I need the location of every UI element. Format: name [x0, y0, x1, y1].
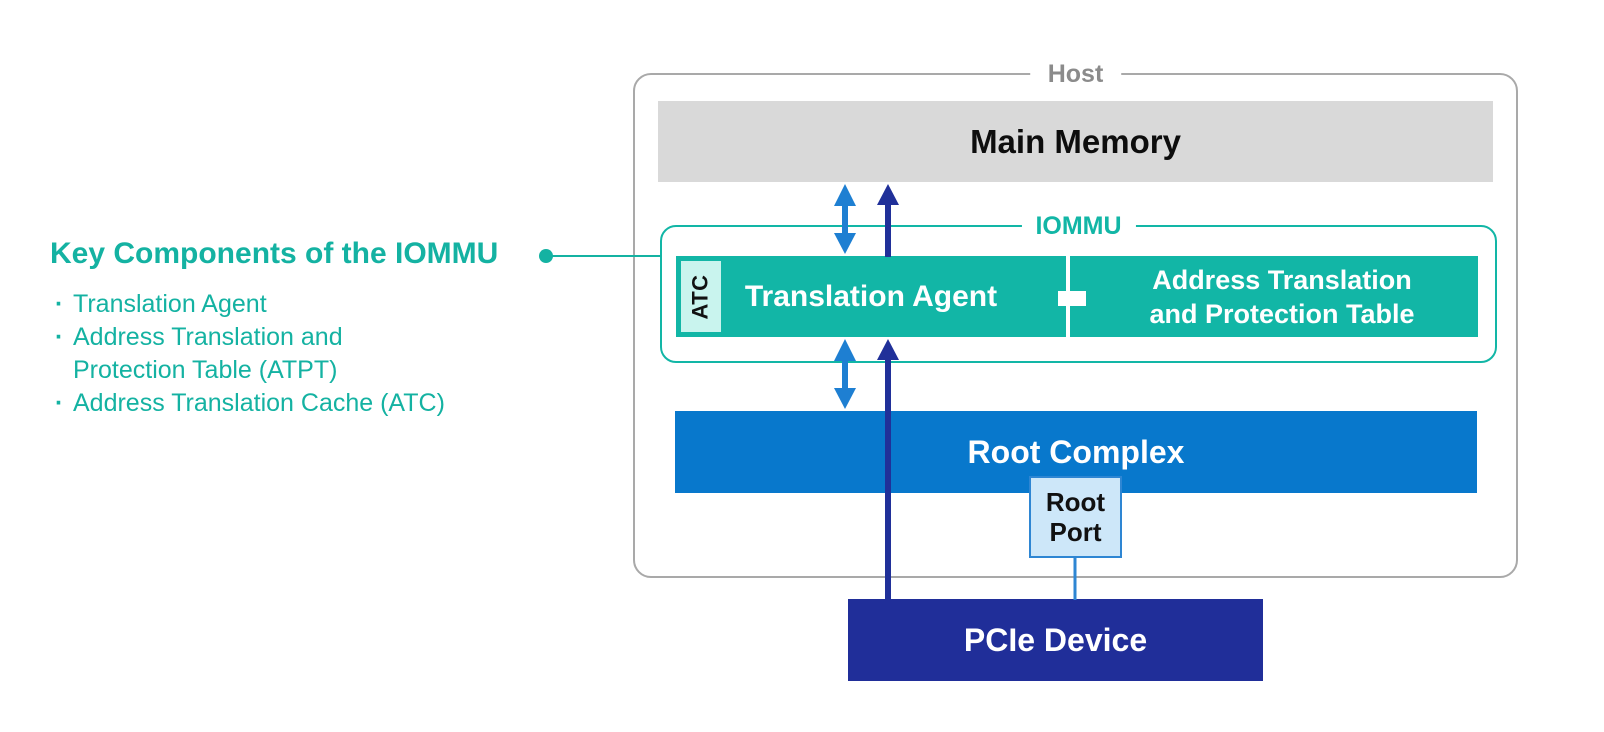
- atpt-label: Address Translation and Protection Table: [1149, 264, 1415, 329]
- callout-item-atpt: Address Translation and Protection Table…: [55, 321, 445, 387]
- atc-box: ATC: [679, 259, 723, 334]
- callout-list: Translation Agent Address Translation an…: [55, 288, 445, 420]
- atc-label: ATC: [688, 273, 713, 320]
- atpt-box: Address Translation and Protection Table: [1086, 256, 1478, 337]
- host-label: Host: [1029, 57, 1122, 91]
- main-memory-bar: Main Memory: [658, 101, 1493, 182]
- pcie-device-label: PCIe Device: [963, 621, 1148, 658]
- ta-atpt-notch: [1058, 291, 1086, 306]
- iommu-box: IOMMU: [660, 211, 1497, 363]
- callout-item-atc: Address Translation Cache (ATC): [55, 387, 445, 420]
- callout-item-translation-agent: Translation Agent: [55, 288, 445, 321]
- iommu-label: IOMMU: [1021, 211, 1136, 241]
- root-port-box: Root Port: [1029, 476, 1122, 558]
- translation-agent-label: Translation Agent: [744, 279, 998, 313]
- root-complex-label: Root Complex: [967, 433, 1185, 470]
- translation-agent-box: Translation Agent: [676, 256, 1066, 337]
- main-memory-label: Main Memory: [970, 122, 1181, 160]
- root-port-label: Root Port: [1045, 487, 1106, 547]
- root-complex-bar: Root Complex: [675, 411, 1477, 493]
- callout-heading: Key Components of the IOMMU: [50, 237, 499, 270]
- pcie-device-box: PCIe Device: [848, 599, 1263, 681]
